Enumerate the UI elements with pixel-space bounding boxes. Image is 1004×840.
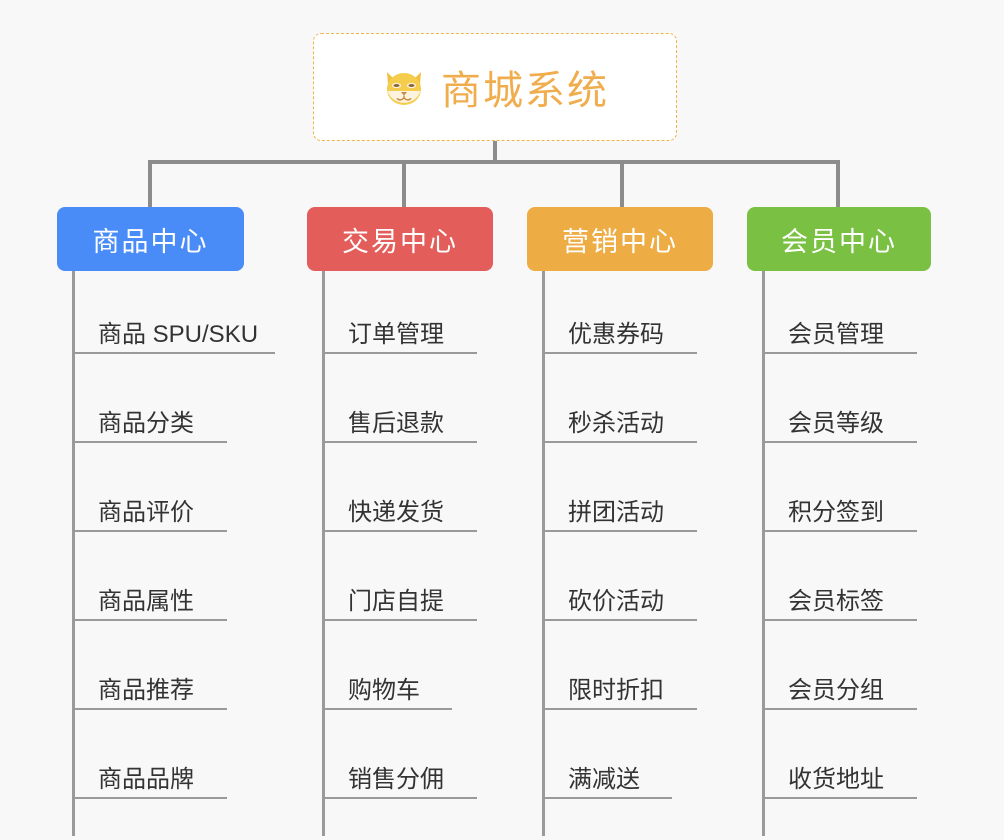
leaf-item[interactable]: 满减送 [542, 743, 672, 799]
connector-drop-2 [402, 160, 406, 208]
leaf-item[interactable]: 商品评价 [72, 476, 227, 532]
connector-drop-4 [836, 160, 840, 208]
leaf-item[interactable]: 限时折扣 [542, 654, 697, 710]
connector-bus [150, 160, 840, 164]
root-title: 商城系统 [441, 69, 609, 113]
leaf-label: 快递发货 [348, 498, 444, 526]
leaf-item[interactable]: 收货地址 [762, 743, 917, 799]
leaf-label: 拼团活动 [568, 498, 664, 526]
leaf-item[interactable]: 商品品牌 [72, 743, 227, 799]
leaf-label: 门店自提 [348, 587, 444, 615]
leaf-label: 会员分组 [788, 676, 884, 704]
leaf-item[interactable]: 会员等级 [762, 387, 917, 443]
leaf-item[interactable]: 订单管理 [322, 298, 477, 354]
leaf-item[interactable]: 秒杀活动 [542, 387, 697, 443]
root-node[interactable]: 商城系统 [313, 33, 677, 141]
leaf-label: 购物车 [348, 676, 420, 704]
connector-drop-1 [148, 160, 152, 208]
leaf-label: 满减送 [568, 765, 640, 793]
leaf-label: 销售分佣 [348, 765, 444, 793]
leaf-item[interactable]: 会员标签 [762, 565, 917, 621]
branch-spine-2 [322, 271, 325, 836]
leaf-item[interactable]: 商品 SPU/SKU [72, 298, 275, 354]
leaf-label: 会员等级 [788, 409, 884, 437]
leaf-item[interactable]: 快递发货 [322, 476, 477, 532]
branch-spine-4 [762, 271, 765, 836]
leaf-item[interactable]: 门店自提 [322, 565, 477, 621]
leaf-item[interactable]: 商品推荐 [72, 654, 227, 710]
branch-spine-1 [72, 271, 75, 836]
branch-header-label: 会员中心 [781, 226, 897, 257]
dog-face-icon [381, 64, 427, 110]
leaf-item[interactable]: 会员管理 [762, 298, 917, 354]
leaf-label: 订单管理 [348, 320, 444, 348]
leaf-item[interactable]: 积分签到 [762, 476, 917, 532]
branch-header-yingxiao[interactable]: 营销中心 [527, 207, 713, 271]
leaf-item[interactable]: 拼团活动 [542, 476, 697, 532]
branch-spine-3 [542, 271, 545, 836]
leaf-label: 砍价活动 [568, 587, 664, 615]
branch-header-label: 交易中心 [342, 226, 458, 257]
leaf-label: 售后退款 [348, 409, 444, 437]
leaf-item[interactable]: 销售分佣 [322, 743, 477, 799]
branch-header-huiyuan[interactable]: 会员中心 [747, 207, 931, 271]
leaf-label: 秒杀活动 [568, 409, 664, 437]
leaf-label: 商品属性 [98, 587, 194, 615]
leaf-item[interactable]: 砍价活动 [542, 565, 697, 621]
leaf-item[interactable]: 商品分类 [72, 387, 227, 443]
leaf-item[interactable]: 会员分组 [762, 654, 917, 710]
connector-drop-3 [620, 160, 624, 208]
leaf-item[interactable]: 优惠券码 [542, 298, 697, 354]
branch-header-jiaoyi[interactable]: 交易中心 [307, 207, 493, 271]
leaf-label: 限时折扣 [568, 676, 664, 704]
leaf-label: 商品分类 [98, 409, 194, 437]
leaf-item[interactable]: 商品属性 [72, 565, 227, 621]
leaf-label: 会员管理 [788, 320, 884, 348]
leaf-label: 商品 SPU/SKU [98, 320, 259, 348]
branch-header-label: 营销中心 [562, 226, 678, 257]
leaf-label: 商品品牌 [98, 765, 194, 793]
leaf-label: 优惠券码 [568, 320, 664, 348]
leaf-item[interactable]: 购物车 [322, 654, 452, 710]
leaf-label: 商品推荐 [98, 676, 194, 704]
leaf-item[interactable]: 售后退款 [322, 387, 477, 443]
leaf-label: 会员标签 [788, 587, 884, 615]
leaf-label: 积分签到 [788, 498, 884, 526]
branch-header-shangpin[interactable]: 商品中心 [57, 207, 244, 271]
leaf-label: 商品评价 [98, 498, 194, 526]
branch-header-label: 商品中心 [92, 226, 209, 257]
leaf-label: 收货地址 [788, 765, 884, 793]
connector-trunk [493, 141, 497, 164]
